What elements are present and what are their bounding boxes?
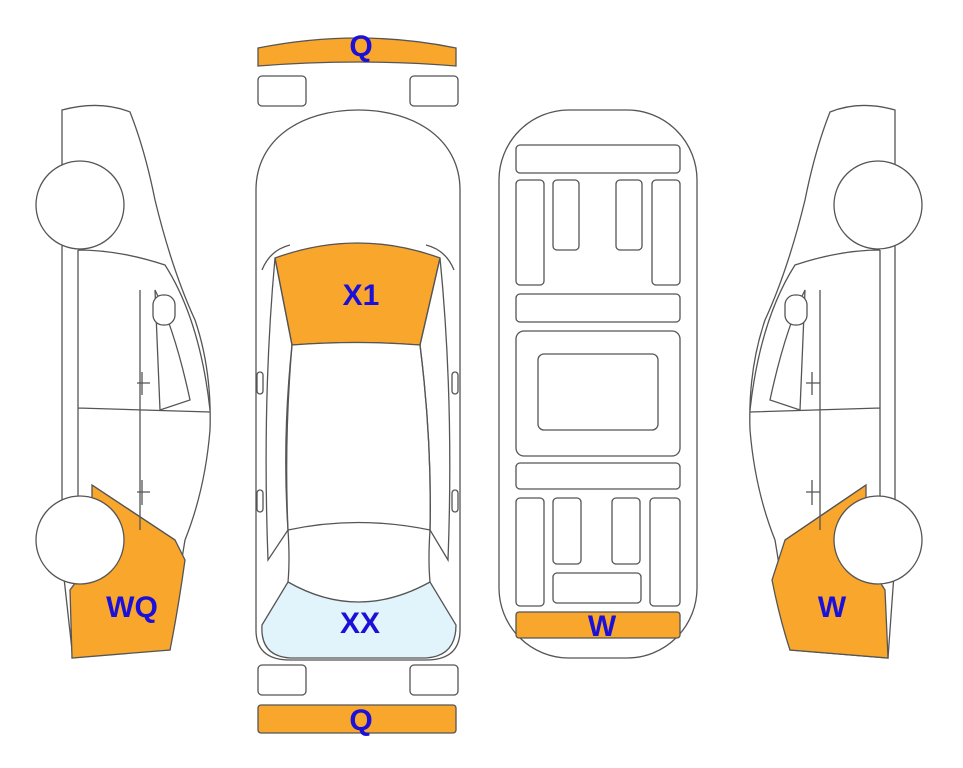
- right-mirror: [784, 294, 808, 326]
- underbody-panel: [552, 179, 580, 251]
- underbody-panel: [515, 293, 681, 323]
- right-side-view: W: [749, 104, 923, 659]
- rear-bumper-label: Q: [349, 704, 372, 737]
- left-mirror: [256, 371, 264, 395]
- underbody-panel: [552, 572, 642, 604]
- left-rear-fender-label: WQ: [106, 591, 158, 624]
- left-body-line: [77, 249, 211, 541]
- left-door-handle: [137, 372, 150, 505]
- rear-left-light: [257, 664, 307, 696]
- top-view: Q X1 XX Q: [255, 30, 461, 737]
- rear-right-light: [409, 664, 459, 696]
- front-bumper-label: Q: [349, 30, 372, 63]
- underbody-label: W: [588, 610, 617, 643]
- underbody-panel: [552, 497, 582, 565]
- front-left-light: [257, 75, 307, 107]
- right-side-window: [419, 257, 451, 563]
- left-rear-wheel: [35, 495, 125, 585]
- front-right-light: [409, 75, 459, 107]
- right-door-handle: [806, 372, 820, 505]
- right-rear-wheel: [833, 495, 923, 585]
- right-mirror: [451, 371, 459, 395]
- underbody-panel: [651, 179, 681, 286]
- trunk-line: [287, 529, 431, 583]
- underbody-panel: [537, 353, 659, 431]
- underbody-panel: [515, 462, 681, 490]
- right-handle: [451, 489, 459, 513]
- front-bumper-zone[interactable]: [257, 37, 457, 67]
- right-rear-fender-label: W: [818, 591, 847, 624]
- underbody-view: W: [498, 109, 698, 659]
- left-side-view: WQ: [35, 104, 211, 659]
- rear-window-label: XX: [340, 607, 380, 640]
- underbody-panel: [611, 497, 641, 565]
- hood-line: [261, 244, 455, 271]
- underbody-panel: [615, 179, 643, 251]
- right-body-line: [749, 249, 881, 541]
- rear-bumper-zone[interactable]: [257, 704, 457, 734]
- windshield-label: X1: [343, 279, 380, 312]
- roof: [286, 341, 431, 531]
- underbody-panel: [515, 179, 545, 286]
- left-mirror: [152, 294, 176, 326]
- rear-window-zone[interactable]: [261, 581, 457, 659]
- left-front-wheel: [35, 160, 125, 250]
- underbody-panel: [515, 497, 545, 607]
- left-side-window: [265, 257, 293, 563]
- underbody-zone[interactable]: [515, 611, 681, 639]
- left-handle: [256, 489, 264, 513]
- underbody-panel: [649, 497, 681, 607]
- underbody-panel: [515, 144, 681, 174]
- right-front-wheel: [833, 160, 923, 250]
